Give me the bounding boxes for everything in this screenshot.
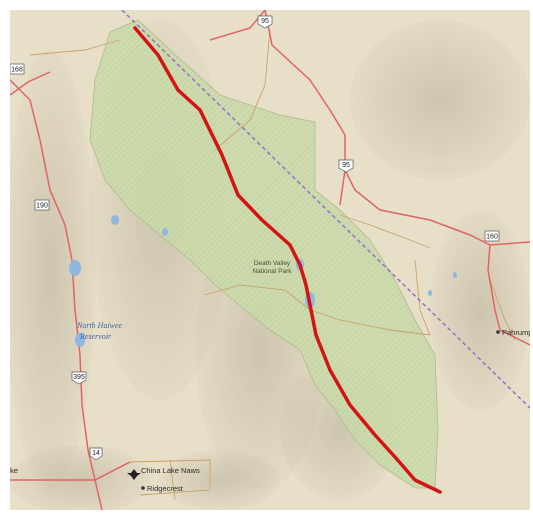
- route-95-mid-shield: 95: [338, 159, 354, 173]
- reservoir-name-line1: North Haiwee: [76, 321, 123, 330]
- route-395-shield: 395: [71, 371, 87, 385]
- place-ridgecrest: Ridgecrest: [147, 484, 184, 493]
- place-edge-label: ke: [10, 466, 18, 475]
- park-name-line1: Death Valley: [254, 260, 291, 267]
- ridgecrest-marker: [141, 486, 145, 490]
- svg-text:14: 14: [92, 450, 100, 457]
- reservoir-small: [69, 260, 81, 276]
- route-95-top-shield: 95: [257, 15, 273, 29]
- pahrump-marker: [496, 330, 500, 334]
- park-name-line2: National Park: [252, 268, 292, 275]
- svg-text:95: 95: [342, 162, 350, 169]
- svg-text:395: 395: [73, 374, 85, 381]
- airport-icon: [127, 469, 141, 480]
- route-168-shield: 168: [10, 63, 25, 75]
- svg-text:168: 168: [11, 67, 23, 74]
- svg-text:190: 190: [36, 203, 48, 210]
- route-line: [133, 26, 442, 494]
- route-160-shield: 160: [484, 230, 500, 242]
- place-china-lake: China Lake Naws: [141, 466, 200, 475]
- svg-text:95: 95: [261, 18, 269, 25]
- reservoir-name-line2: Reservoir: [79, 332, 112, 341]
- svg-text:160: 160: [486, 234, 498, 241]
- park-hatching: [90, 20, 438, 488]
- route-190-shield: 190: [34, 199, 50, 211]
- state-border-line: [121, 10, 530, 409]
- north-haiwee-reservoir: [75, 333, 85, 347]
- place-pahrump: Pahrump: [502, 328, 530, 337]
- route-14-shield: 14: [89, 447, 103, 461]
- map-canvas: 168 95 95 190 395 14 160 Death Valley Na…: [10, 10, 530, 510]
- map-view[interactable]: 168 95 95 190 395 14 160 Death Valley Na…: [10, 10, 530, 510]
